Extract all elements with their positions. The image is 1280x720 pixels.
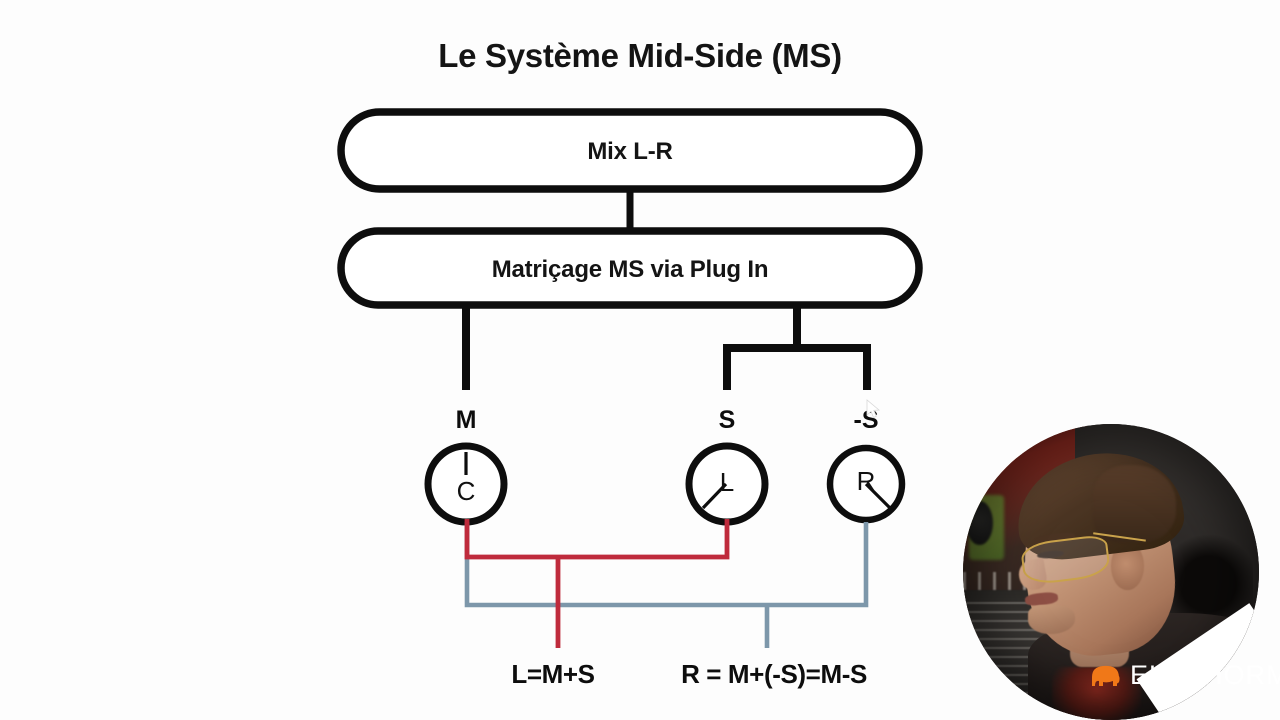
box-matricage-ms-label: Matriçage MS via Plug In [492, 256, 769, 283]
cable-left-path [464, 519, 730, 560]
box-mix-lr-label: Mix L-R [587, 138, 672, 165]
pan-pot-c-letter: C [457, 476, 476, 506]
box-mix-lr: Mix L-R [337, 108, 923, 193]
page-title: Le Système Mid-Side (MS) [438, 37, 842, 74]
branch-split-s [723, 305, 871, 390]
pan-pot-r-tick [864, 482, 893, 511]
webcam-studio-speaker [965, 500, 993, 546]
webcam-person-hair-back [1093, 465, 1177, 543]
mouse-pointer-icon [866, 399, 881, 419]
cable-left-red [464, 519, 730, 648]
pan-pot-r[interactable]: R [826, 444, 906, 524]
cable-right-blue [464, 522, 869, 648]
formula-left: L=M+S [511, 659, 594, 689]
branch-label-m: M [456, 406, 477, 434]
cable-right-path [464, 522, 869, 608]
webcam-person-chin [1028, 604, 1076, 635]
pan-pot-c[interactable]: C [424, 442, 508, 526]
watermark-text: ELEPHORM [1130, 660, 1280, 690]
box-matricage-ms: Matriçage MS via Plug In [337, 227, 923, 309]
pan-pot-l[interactable]: L [685, 442, 769, 526]
box-matricage-ms-shape [337, 227, 923, 309]
box-mix-lr-shape [337, 108, 923, 193]
branch-label-s: S [719, 406, 736, 434]
watermark: ELEPHORM [1089, 660, 1280, 691]
pan-pot-l-tick [701, 482, 728, 510]
pan-pot-l-letter: L [720, 467, 734, 497]
formula-right: R = M+(-S)=M-S [681, 659, 867, 689]
elephant-icon [1092, 665, 1120, 686]
pan-pot-r-letter: R [857, 466, 876, 496]
